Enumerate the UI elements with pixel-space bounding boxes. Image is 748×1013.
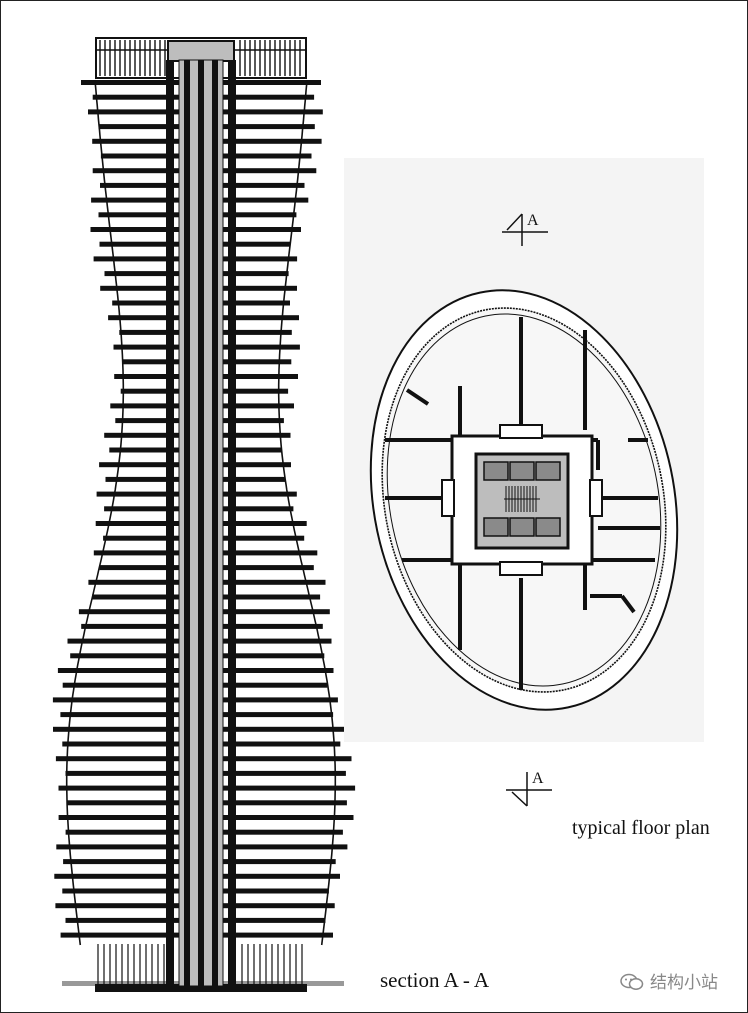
section-marker-bottom (506, 772, 552, 807)
podium-base (97, 944, 303, 984)
plan-caption: typical floor plan (572, 817, 710, 839)
section-marker-bottom-label: A (532, 770, 544, 787)
facade-curve-right (277, 79, 337, 946)
facade-curve-left (65, 79, 125, 946)
wechat-icon (620, 973, 644, 990)
section-marker-top-label: A (527, 212, 539, 229)
section-marker-top (502, 213, 548, 246)
roof-crown (95, 37, 307, 79)
interior-wall-line (386, 313, 662, 687)
watermark: 结构小站 (620, 968, 718, 993)
central-core (166, 59, 236, 987)
typical-floor-plan: A A (344, 158, 704, 807)
section-caption: section A - A (380, 968, 490, 992)
building-section (52, 37, 356, 992)
stair-core (504, 486, 540, 512)
base-slab (95, 984, 307, 992)
watermark-text: 结构小站 (650, 973, 718, 993)
roof-mechanical-block (167, 40, 235, 62)
plan-core (441, 424, 603, 576)
